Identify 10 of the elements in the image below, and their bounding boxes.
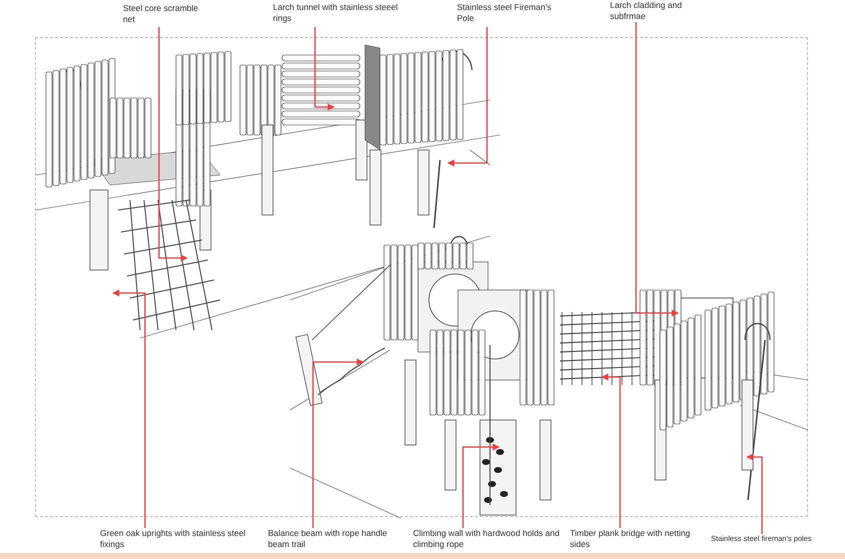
leader-line [158,27,188,262]
leader-line [462,444,500,528]
leader-line [635,22,679,316]
leader-line [746,454,763,534]
leader-line [601,374,621,528]
callout-label: Stainless steel Fireman's Pole [457,2,552,24]
leader-line [314,27,335,110]
leader-line [447,27,488,166]
leader-line [112,290,146,528]
leader-line [312,358,364,528]
